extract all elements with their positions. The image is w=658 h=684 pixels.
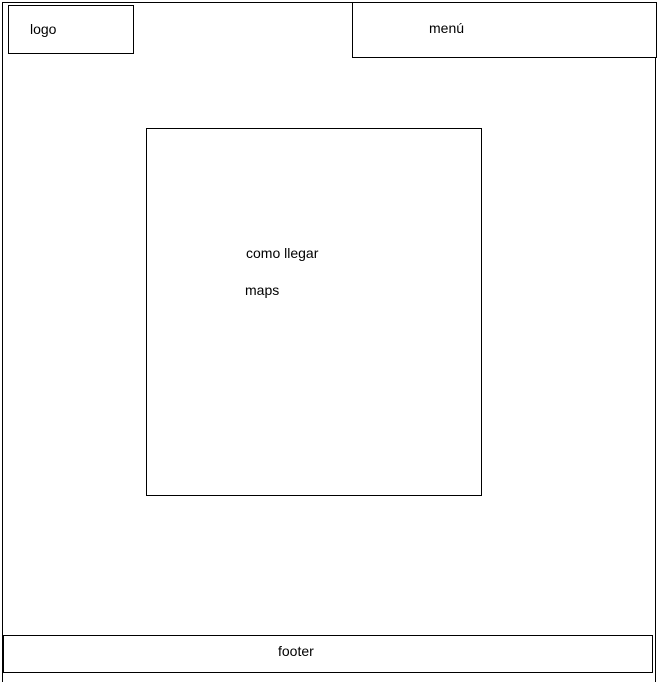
- menu-label: menú: [429, 20, 465, 36]
- content-box: como llegar maps: [146, 128, 482, 496]
- maps-label[interactable]: maps: [245, 282, 280, 298]
- logo-box[interactable]: logo: [8, 5, 134, 54]
- como-llegar-label[interactable]: como llegar: [246, 245, 319, 261]
- menu-box[interactable]: menú: [352, 2, 657, 58]
- footer-label: footer: [278, 643, 314, 659]
- logo-label: logo: [30, 21, 57, 37]
- footer-box: footer: [3, 635, 653, 673]
